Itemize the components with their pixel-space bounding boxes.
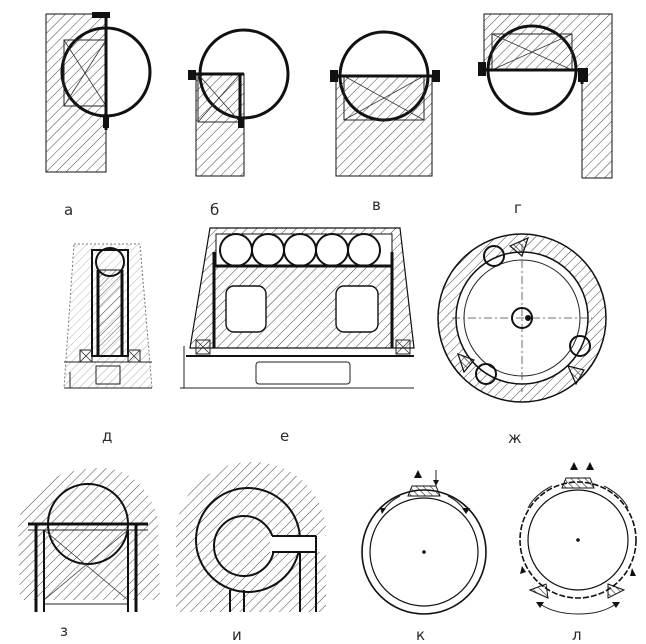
label-a: а — [64, 201, 73, 219]
label-d: д — [102, 427, 112, 445]
diagram-a — [45, 12, 152, 173]
label-zh: ж — [508, 429, 522, 447]
label-b: б — [210, 201, 219, 219]
diagram-d — [63, 243, 153, 389]
diagram-b — [188, 28, 290, 177]
label-v: в — [372, 196, 381, 214]
diagram-v — [330, 30, 440, 177]
diagram-l — [519, 462, 637, 615]
label-e: е — [280, 427, 289, 445]
label-g: г — [514, 199, 522, 217]
diagram-k — [361, 470, 487, 615]
label-k: к — [416, 626, 425, 644]
diagram-i — [176, 462, 326, 612]
label-z: з — [60, 622, 68, 640]
diagram-z — [18, 467, 160, 612]
diagram-g — [478, 13, 613, 179]
label-l: л — [572, 626, 582, 644]
label-i: и — [232, 626, 242, 644]
diagram-zh — [437, 233, 607, 403]
diagram-e — [180, 227, 415, 389]
